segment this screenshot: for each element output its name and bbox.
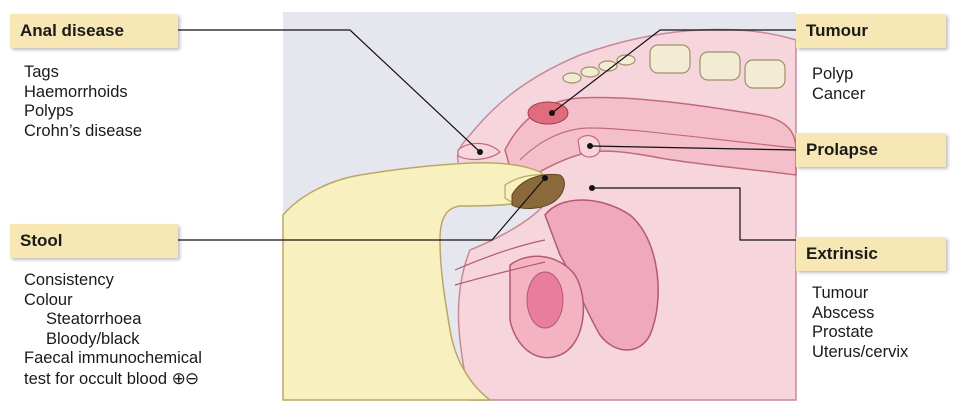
list-subitem: Bloody/black bbox=[24, 330, 202, 350]
stool-label: Stool bbox=[10, 224, 178, 258]
prolapse-label: Prolapse bbox=[796, 133, 946, 167]
list-item: Abscess bbox=[812, 304, 908, 324]
stool-list: Consistency Colour Steatorrhoea Bloody/b… bbox=[24, 271, 202, 389]
list-item: Cancer bbox=[812, 85, 865, 105]
dot-tumour bbox=[549, 110, 555, 116]
dot-anal-disease bbox=[477, 149, 483, 155]
list-item-text: test for occult blood bbox=[24, 370, 167, 388]
list-item: Colour bbox=[24, 291, 202, 311]
list-item: Prostate bbox=[812, 323, 908, 343]
anal-disease-label: Anal disease bbox=[10, 14, 178, 48]
extrinsic-label: Extrinsic bbox=[796, 237, 946, 271]
list-item: Polyps bbox=[24, 102, 142, 122]
dot-stool bbox=[542, 175, 548, 181]
prostate-core bbox=[527, 272, 563, 328]
list-item: Haemorrhoids bbox=[24, 83, 142, 103]
tumour-label: Tumour bbox=[796, 14, 946, 48]
dot-extrinsic bbox=[589, 185, 595, 191]
extrinsic-list: Tumour Abscess Prostate Uterus/cervix bbox=[812, 284, 908, 362]
anal-disease-list: Tags Haemorrhoids Polyps Crohn’s disease bbox=[24, 63, 142, 141]
list-item: Tumour bbox=[812, 284, 908, 304]
list-item: Crohn’s disease bbox=[24, 122, 142, 142]
list-subitem: Steatorrhoea bbox=[24, 310, 202, 330]
list-item: test for occult blood ⊕⊖ bbox=[24, 369, 202, 390]
list-item: Polyp bbox=[812, 65, 865, 85]
tumour-list: Polyp Cancer bbox=[812, 65, 865, 104]
list-item: Tags bbox=[24, 63, 142, 83]
plus-minus-symbols: ⊕⊖ bbox=[172, 369, 199, 388]
list-item: Uterus/cervix bbox=[812, 343, 908, 363]
dot-prolapse bbox=[587, 143, 593, 149]
list-item: Faecal immunochemical bbox=[24, 349, 202, 369]
list-item: Consistency bbox=[24, 271, 202, 291]
